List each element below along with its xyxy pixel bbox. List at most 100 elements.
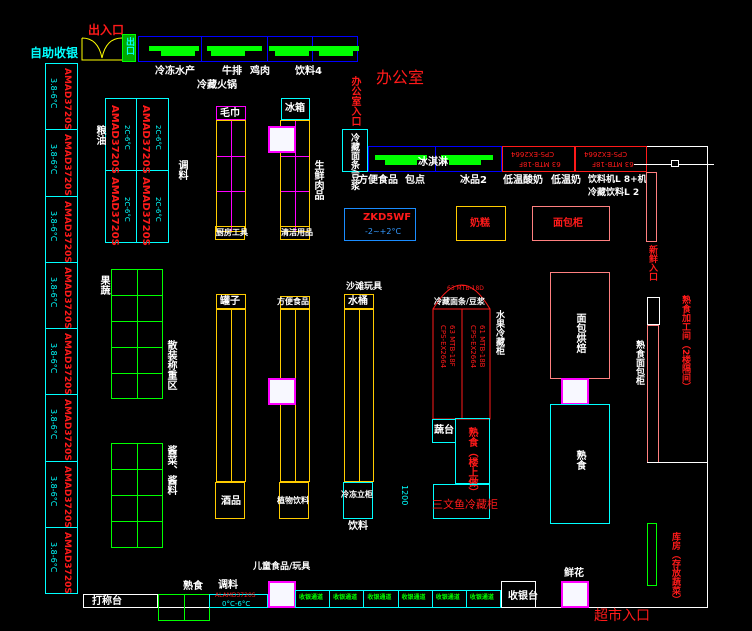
exit-gate-label: 出口: [124, 37, 134, 55]
shelf-top-3: 水桶: [344, 294, 374, 309]
cooked-label: 熟食: [574, 450, 585, 470]
deli-label: 熟食（楼上做）: [466, 427, 477, 497]
checkout-lane[interactable]: 收银通道: [433, 591, 467, 607]
lane-label: 收银通道: [435, 594, 460, 601]
left-chiller: 3.8-6°C AMAD3720S: [46, 64, 77, 131]
freezer-zkd5wf: ZKD5WF-2~+2°C: [344, 208, 416, 241]
plan-line: [359, 310, 360, 481]
plan-line: [647, 146, 708, 147]
fridge-label: 冰箱: [285, 103, 305, 114]
plan-line: [161, 51, 195, 56]
chilled-hotpot-label: 冷藏火锅: [197, 80, 237, 91]
chiller-temp: 3.8-6°C: [49, 343, 58, 374]
ice2-label: 冰品2: [460, 175, 487, 186]
ice-cream-freezer: [368, 146, 502, 172]
chiller-temp: 3.8-6°C: [49, 78, 58, 109]
cabinet-spec: 63 MTB-18F: [592, 160, 634, 168]
drinks-l8-label: 饮料机L 8+机: [588, 175, 647, 185]
cabinet-model: CPS-EX2664: [511, 150, 555, 158]
deli-kitchen-label: 熟食加工间（2楼隔间）: [680, 295, 690, 392]
chiller-model: AMAD3720S: [140, 176, 151, 246]
shelf-lower-3: [344, 309, 374, 482]
chiller-model: AMAD3720S: [140, 105, 151, 174]
chicken-label: 鸡肉: [250, 66, 270, 77]
chiller-temp: 3.8-6°C: [49, 276, 58, 308]
salmon-label: 三文鱼冷藏柜: [432, 498, 498, 511]
shelf-upper-1: [216, 120, 246, 232]
plan-line: [217, 156, 245, 157]
chiller-model: AMAD3720S: [62, 266, 72, 329]
cabinet-spec: 63 MTB-18F: [448, 325, 456, 367]
wine-label: 酒品: [221, 496, 241, 507]
bakery-box: 面包烘焙: [550, 272, 610, 379]
shelf-top-label: 水桶: [348, 296, 368, 307]
pillar: [268, 581, 296, 608]
drinks4-label: 饮料4: [295, 66, 322, 77]
cake-counter: 奶糕: [456, 206, 506, 241]
chiller-temp: 3.8-6°C: [49, 541, 58, 573]
checkout-lane[interactable]: 收银通道: [467, 591, 500, 607]
bulk-label: 散装称重区: [165, 340, 176, 390]
lane-label: 收银通道: [401, 594, 426, 601]
door-box[interactable]: [647, 297, 660, 325]
plant-drink-box: 植物饮料: [277, 482, 309, 519]
right-pink-shelf: [647, 325, 659, 463]
towel-box: 毛巾: [216, 106, 246, 120]
chiller-temp: 3.8-6°C: [49, 409, 58, 440]
flowers-label: 鲜花: [564, 568, 584, 579]
checkout-lane[interactable]: 收银通道: [330, 591, 365, 607]
drinks-l2-label: 冷藏饮料L 2: [588, 188, 640, 198]
cleaning-label: 清洁用品: [281, 228, 313, 237]
pillar: [561, 378, 589, 405]
deli-counter-label: 熟食面包柜: [634, 340, 644, 385]
left-chiller: 3.8-6°C AMAD3720S: [46, 263, 77, 329]
green-door[interactable]: [647, 523, 657, 586]
convenience-food-label: 方便食品: [358, 175, 398, 186]
ice-cream-label: 冰淇淋: [418, 157, 448, 168]
weigh-station-label: 打称台: [92, 596, 122, 607]
frozen-stand-box: 冷冻立柜: [341, 482, 373, 519]
shelf-top-label: 罐子: [220, 296, 240, 307]
sauce-label: 酱菜、酱料: [165, 445, 176, 495]
plan-line: [81, 37, 124, 61]
plan-line: [281, 156, 309, 157]
chiller-temp: 2C-6°C: [154, 196, 162, 222]
plan-line: [184, 595, 185, 620]
plan-line: [441, 155, 493, 160]
supermarket-entrance-label[interactable]: 超市入口: [594, 608, 650, 624]
cashier-label: 收银台: [508, 591, 538, 602]
cabinet-model: CPS-EX2664: [469, 325, 477, 369]
door-marker: [671, 160, 679, 167]
door-swing-icon: [81, 37, 124, 61]
dairy-label: 低温奶: [551, 175, 581, 186]
chiller-model: AMAD3720S: [109, 105, 120, 174]
chiller-model: AMAD3720S: [62, 134, 72, 197]
plan-line: [435, 147, 436, 171]
chiller-model: AMAD3720S: [62, 68, 72, 130]
plan-line: [295, 121, 296, 231]
checkout-lane[interactable]: 收银通道: [296, 591, 331, 607]
office-entrance-label: 办公室入口: [349, 76, 360, 126]
yogurt-label: 低温酸奶: [503, 175, 543, 186]
plan-line: [231, 121, 232, 231]
cold-cabinet-label: 冷藏面条/豆浆: [349, 133, 359, 191]
veg-table-label: 蔬台: [434, 425, 454, 436]
checkout-lane[interactable]: 收银通道: [399, 591, 433, 607]
cashier-desk: 收银台: [501, 581, 538, 608]
chiller-model: AMAD3720S: [62, 200, 72, 263]
counter-box: 熟食: [550, 404, 610, 524]
lane-label: 收银通道: [469, 594, 494, 601]
plan-line: [707, 146, 708, 608]
bread-counter: 面包柜: [532, 206, 610, 241]
exit-gate[interactable]: 出口: [122, 34, 136, 62]
dome-chiller: [432, 284, 491, 420]
kitchen-tools-label: 厨房工具: [216, 228, 248, 237]
checkout-lane[interactable]: 收银通道: [364, 591, 399, 607]
